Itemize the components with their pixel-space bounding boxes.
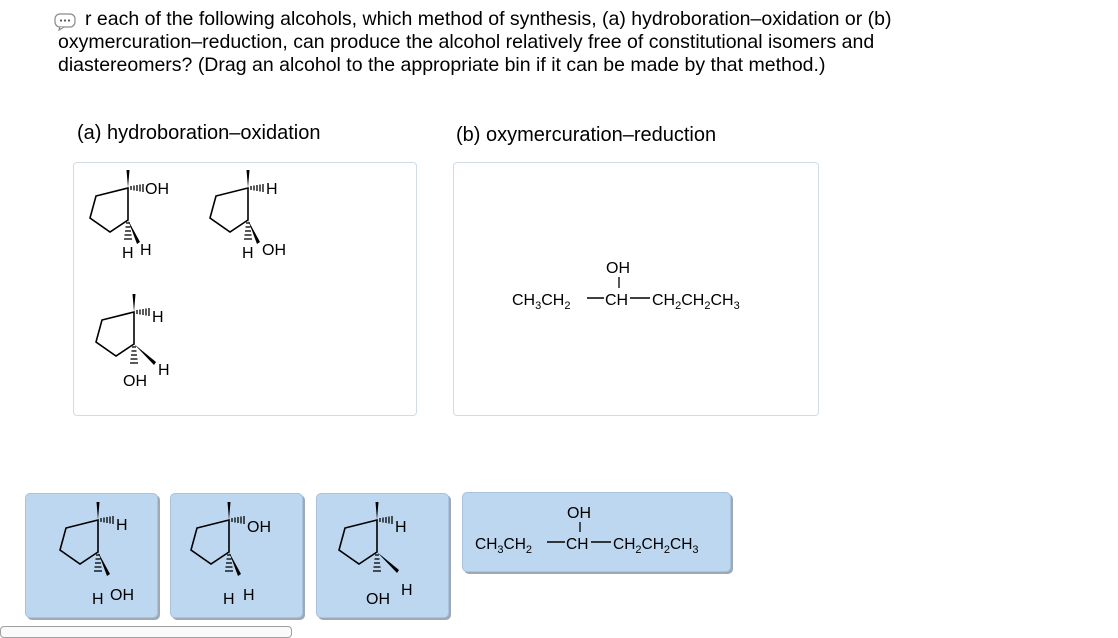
svg-text:H: H	[242, 245, 254, 262]
svg-text:OH: OH	[366, 591, 390, 608]
svg-text:OH: OH	[262, 242, 286, 259]
svg-text:H: H	[158, 362, 170, 379]
question-line-3: diastereomers? (Drag an alcohol to the a…	[58, 54, 826, 76]
molecule-cis-oh-top-tile: OH H H	[190, 502, 271, 608]
draggable-tile-4[interactable]: OH CH3CH2 CH CH2CH2CH3	[462, 492, 731, 572]
question-line-2: oxymercuration–reduction, can produce th…	[58, 31, 875, 53]
molecule-trans-oh-bottom[interactable]: H OH H	[86, 292, 196, 392]
speech-bubble-icon[interactable]	[54, 13, 76, 31]
svg-text:H: H	[266, 181, 278, 198]
question-line-1: r each of the following alcohols, which …	[85, 8, 892, 30]
molecule-trans-oh-bottom-tile: H OH H	[338, 502, 413, 608]
svg-text:OH: OH	[567, 505, 591, 522]
svg-text:H: H	[92, 591, 104, 608]
svg-text:H: H	[152, 309, 164, 326]
svg-text:H: H	[122, 245, 134, 262]
svg-text:CH2CH2CH3: CH2CH2CH3	[613, 536, 699, 556]
bottom-panel-edge	[0, 626, 292, 638]
svg-text:OH: OH	[145, 181, 169, 198]
molecule-3-hexanol[interactable]: OH CH3CH2 CH CH2CH2CH3	[512, 252, 772, 312]
svg-text:H: H	[395, 519, 407, 536]
svg-text:H: H	[243, 587, 255, 604]
svg-text:H: H	[223, 591, 235, 608]
svg-text:OH: OH	[123, 373, 147, 390]
svg-text:CH: CH	[605, 292, 628, 309]
draggable-tile-3[interactable]: H OH H	[316, 493, 449, 618]
svg-text:H: H	[116, 517, 128, 534]
svg-text:CH3CH2: CH3CH2	[475, 536, 532, 556]
bin-a-dropzone[interactable]	[73, 162, 417, 416]
draggable-tile-2[interactable]: OH H H	[170, 493, 303, 618]
molecule-cis-oh-top[interactable]: OH H H	[80, 168, 190, 268]
bin-a-title: (a) hydroboration–oxidation	[77, 122, 321, 144]
draggable-tile-1[interactable]: H H OH	[25, 493, 158, 618]
svg-text:CH2CH2CH3: CH2CH2CH3	[652, 292, 740, 312]
svg-text:H: H	[401, 582, 413, 599]
svg-text:OH: OH	[247, 519, 271, 536]
svg-text:OH: OH	[110, 587, 134, 604]
molecule-3-hexanol-tile: OH CH3CH2 CH CH2CH2CH3	[475, 505, 699, 556]
svg-text:CH3CH2: CH3CH2	[512, 292, 570, 312]
question-text: r each of the following alcohols, which …	[58, 8, 1058, 77]
bin-b-title: (b) oxymercuration–reduction	[456, 124, 717, 146]
svg-text:OH: OH	[606, 260, 630, 277]
molecule-cis-h-top-tile: H H OH	[59, 502, 134, 608]
svg-text:H: H	[140, 242, 152, 259]
molecule-cis-h-top[interactable]: H H OH	[200, 168, 310, 268]
svg-text:CH: CH	[566, 536, 588, 553]
bin-b-dropzone[interactable]	[453, 162, 819, 416]
